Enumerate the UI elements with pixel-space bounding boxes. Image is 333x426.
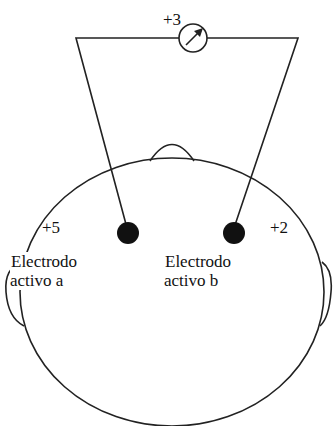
label-patch: Electrodo activo a xyxy=(10,252,77,290)
potential-value: +2 xyxy=(270,218,288,237)
nose-outline xyxy=(150,145,194,162)
right-ear xyxy=(320,262,331,326)
electrode-label: Electrodo activo a xyxy=(10,252,102,290)
meter-needle-head xyxy=(194,28,203,37)
wire-a xyxy=(76,38,179,228)
meter-symbol xyxy=(179,24,207,52)
head-outline xyxy=(20,158,324,426)
wire-b xyxy=(207,38,298,228)
potential-value: +5 xyxy=(42,218,60,237)
electrode-a xyxy=(117,222,139,244)
voltage-reading: +3 xyxy=(163,10,181,29)
electrode-b xyxy=(223,222,245,244)
electrode-label: Electrodo activo b xyxy=(164,252,256,290)
label-patch: Electrodo activo b xyxy=(164,252,231,290)
